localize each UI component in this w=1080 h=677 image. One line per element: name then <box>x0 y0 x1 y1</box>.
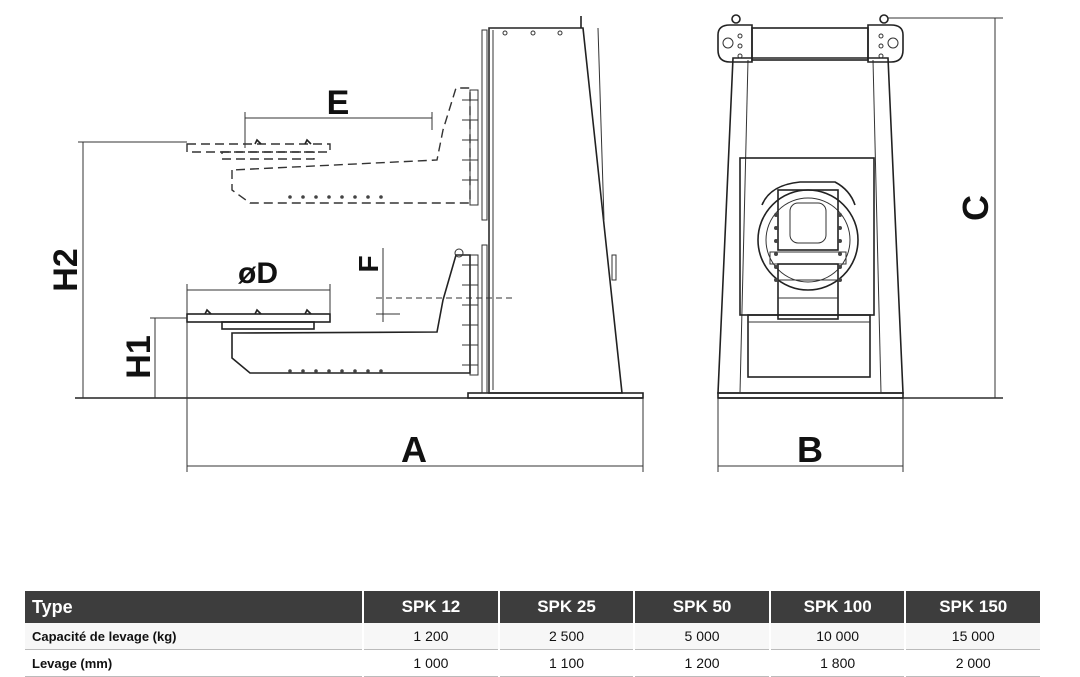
table-header-row: Type SPK 12 SPK 25 SPK 50 SPK 100 SPK 15… <box>25 591 1042 623</box>
label-e: E <box>327 84 350 122</box>
table-cell: 1 000 <box>363 649 500 677</box>
table-cell: 15 000 <box>905 623 1042 650</box>
header-spk150: SPK 150 <box>905 591 1042 623</box>
table-row: Capacité de levage (kg) 1 200 2 500 5 00… <box>25 623 1042 650</box>
header-spk25: SPK 25 <box>498 591 636 623</box>
row-label: Levage (mm) <box>25 649 365 677</box>
header-spk100: SPK 100 <box>769 591 907 623</box>
header-spk50: SPK 50 <box>634 591 771 623</box>
spec-table: Type SPK 12 SPK 25 SPK 50 SPK 100 SPK 15… <box>25 591 1042 677</box>
label-d: øD <box>238 257 278 290</box>
label-f: F <box>353 255 384 272</box>
table-cell: 1 200 <box>634 649 771 677</box>
table-cell: 10 000 <box>769 623 907 650</box>
table-cell: 1 800 <box>769 649 907 677</box>
technical-drawing: E øD F H2 H1 A <box>47 14 1003 472</box>
row-label: Capacité de levage (kg) <box>25 623 365 650</box>
header-spk12: SPK 12 <box>363 591 500 623</box>
label-c: C <box>955 195 996 221</box>
label-b: B <box>797 429 823 470</box>
table-cell: 5 000 <box>634 623 771 650</box>
label-h2: H2 <box>47 248 85 291</box>
label-h1: H1 <box>120 335 158 378</box>
table-cell: 1 200 <box>363 623 500 650</box>
table-cell: 2 000 <box>905 649 1042 677</box>
table-row: Levage (mm) 1 000 1 100 1 200 1 800 2 00… <box>25 649 1042 677</box>
side-view: E øD F H2 H1 A <box>47 16 644 472</box>
table-cell: 2 500 <box>498 623 636 650</box>
label-a: A <box>401 429 427 470</box>
front-view: B C <box>717 14 1003 472</box>
table-cell: 1 100 <box>498 649 636 677</box>
header-type: Type <box>25 591 365 623</box>
